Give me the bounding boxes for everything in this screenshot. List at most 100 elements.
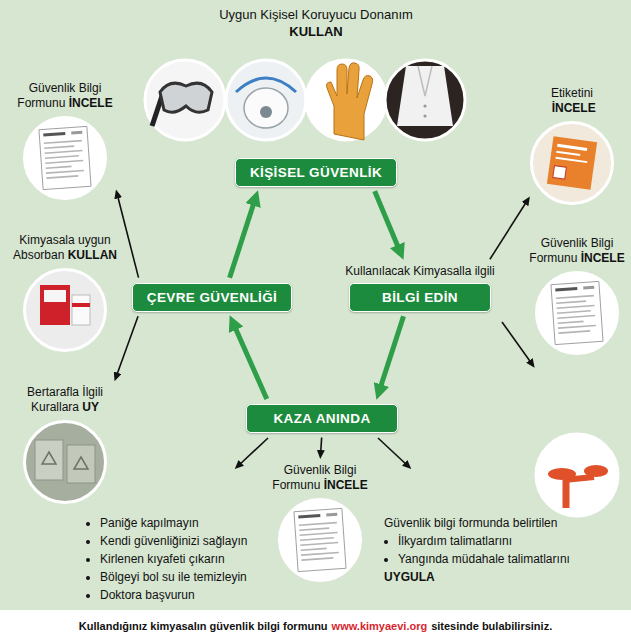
photo-circle bbox=[385, 60, 465, 140]
label-line bbox=[556, 151, 580, 156]
photo-ring bbox=[23, 268, 107, 352]
ppe-caption: Uygun Kişisel Koruyucu DonanımKULLAN bbox=[150, 6, 482, 40]
ring-circle bbox=[280, 500, 361, 581]
bullet-item: Bölgeyi bol su ile temizleyin bbox=[100, 568, 281, 586]
ring-outline bbox=[23, 420, 107, 504]
glove-photo bbox=[306, 60, 386, 140]
caption: EtiketiniİNCELE bbox=[532, 86, 612, 116]
note-text: sitesinde bulabilirsiniz. bbox=[431, 619, 552, 634]
absorbent-drum bbox=[72, 295, 90, 325]
photo-circle bbox=[536, 434, 618, 516]
action-word: UY bbox=[82, 400, 99, 414]
action-word: İNCELE bbox=[69, 96, 113, 110]
text-row: İlkyardım talimatlarınıYangında müdahale… bbox=[384, 532, 619, 568]
ring-outline bbox=[278, 498, 362, 582]
text-row: Güvenlik bilgi formunda belirtilen bbox=[384, 514, 619, 532]
labcoat-button bbox=[423, 114, 426, 117]
stage-label: ÇEVRE GÜVENLİĞİ bbox=[132, 283, 293, 312]
stage-label: KAZA ANINDA bbox=[246, 404, 398, 433]
caption: Bertarafla İlgili KurallaraUY bbox=[9, 385, 121, 415]
stage-box: ÇEVRE GÜVENLİĞİ bbox=[132, 283, 293, 312]
form-photo bbox=[536, 272, 618, 354]
caption: Kimyasala uygun AbsorbanKULLAN bbox=[9, 233, 121, 263]
label-sheet bbox=[547, 136, 597, 190]
mask-body bbox=[244, 88, 288, 128]
label-pictogram bbox=[553, 166, 567, 180]
photo-node: Güvenlik Bilgi FormunuİNCELE bbox=[529, 236, 625, 355]
note-text: KULLAN bbox=[150, 23, 482, 40]
footer-band bbox=[0, 610, 631, 642]
action-word: İNCELE bbox=[324, 478, 368, 492]
label-photo bbox=[531, 122, 613, 204]
photo-circle bbox=[531, 122, 613, 204]
glove bbox=[327, 63, 373, 140]
ring-circle bbox=[25, 118, 106, 199]
pointer-arrow bbox=[378, 438, 408, 466]
ring-outline bbox=[23, 268, 107, 352]
photo-node: EtiketiniİNCELE bbox=[532, 86, 612, 205]
eyewash-bowl bbox=[548, 468, 576, 480]
photo-ring bbox=[278, 498, 362, 582]
photo-node: Güvenlik Bilgi FormunuİNCELE bbox=[15, 81, 115, 200]
text-row: Uygun Kişisel Koruyucu DonanımKULLAN bbox=[150, 6, 482, 40]
bullet-item: Yangında müdahale talimatlarını bbox=[398, 550, 619, 568]
bullet-item: İlkyardım talimatlarını bbox=[398, 532, 619, 550]
photo-ring bbox=[23, 116, 107, 200]
photo-node: Güvenlik Bilgi FormunuİNCELE bbox=[265, 463, 375, 582]
caption: Güvenlik Bilgi FormunuİNCELE bbox=[15, 81, 115, 111]
eyewash-pipe bbox=[563, 480, 570, 508]
pointer-arrow bbox=[238, 438, 268, 466]
ring-circle bbox=[537, 273, 618, 354]
absorbent-cabinet bbox=[40, 285, 70, 325]
absorbent-stripe bbox=[72, 303, 90, 307]
goggles-photo bbox=[145, 60, 225, 140]
photo-ring bbox=[535, 271, 619, 355]
photo-ring bbox=[530, 121, 614, 205]
labcoat-lapel bbox=[418, 66, 432, 96]
pointer-arrow bbox=[116, 316, 138, 377]
labcoat-button bbox=[423, 104, 426, 107]
text-row: Kullandığınız kimyasalın güvenlik bilgi … bbox=[4, 619, 627, 634]
stage-label: BİLGİ EDİN bbox=[349, 283, 491, 312]
pointer-arrow bbox=[117, 194, 138, 278]
ring-outline bbox=[530, 121, 614, 205]
form-photo bbox=[24, 117, 106, 199]
pointer-arrow bbox=[490, 200, 528, 259]
photo-ring bbox=[23, 420, 107, 504]
bullet-item: Doktora başvurun bbox=[100, 586, 281, 604]
action-word: İNCELE bbox=[581, 251, 625, 265]
absorbent-photo bbox=[24, 269, 106, 351]
label-line bbox=[555, 157, 587, 163]
caption-text: Etiketini bbox=[551, 86, 593, 100]
photo-node: Kimyasala uygun AbsorbanKULLAN bbox=[9, 233, 121, 352]
text-row: Paniğe kapılmayınKendi güvenliğinizi sağ… bbox=[86, 514, 281, 604]
note-text: Uygun Kişisel Koruyucu Donanım bbox=[150, 6, 482, 23]
photo-circle bbox=[145, 60, 225, 140]
mask-photo bbox=[226, 60, 306, 140]
photo-circle bbox=[226, 60, 306, 140]
disposal-photo bbox=[24, 421, 106, 503]
recycle-mark bbox=[42, 452, 56, 464]
pointer-arrow bbox=[502, 322, 532, 364]
stage-box: KAZA ANINDA bbox=[246, 404, 398, 433]
pointer-arrow bbox=[321, 437, 322, 454]
ring-circle bbox=[532, 123, 613, 204]
photo-circle bbox=[24, 421, 106, 503]
note-text: Kullandığınız kimyasalın güvenlik bilgi … bbox=[79, 619, 328, 634]
cycle-arrow bbox=[379, 316, 404, 392]
stage-heading: Kullanılacak Kimyasalla ilgili bbox=[345, 264, 494, 278]
note-text: UYGULA bbox=[384, 568, 619, 586]
first-aid-list: Paniğe kapılmayınKendi güvenliğinizi sağ… bbox=[86, 514, 281, 604]
footer-note: Kullandığınız kimyasalın güvenlik bilgi … bbox=[4, 619, 627, 634]
instruction-list: Güvenlik bilgi formunda belirtilenİlkyar… bbox=[384, 514, 619, 586]
labcoat-photo bbox=[385, 60, 465, 140]
cycle-arrow bbox=[233, 322, 267, 398]
note-text: www.kimyaevi.org bbox=[332, 619, 428, 634]
eyewash-photo bbox=[536, 434, 618, 516]
caption: Güvenlik Bilgi FormunuİNCELE bbox=[265, 463, 375, 493]
cycle-arrow bbox=[375, 191, 401, 252]
note-text: Güvenlik bilgi formunda belirtilen bbox=[384, 514, 619, 532]
stage-box: Kullanılacak Kimyasalla ilgiliBİLGİ EDİN bbox=[345, 264, 494, 312]
absorbent-pack bbox=[44, 290, 66, 302]
ring-outline bbox=[23, 116, 107, 200]
